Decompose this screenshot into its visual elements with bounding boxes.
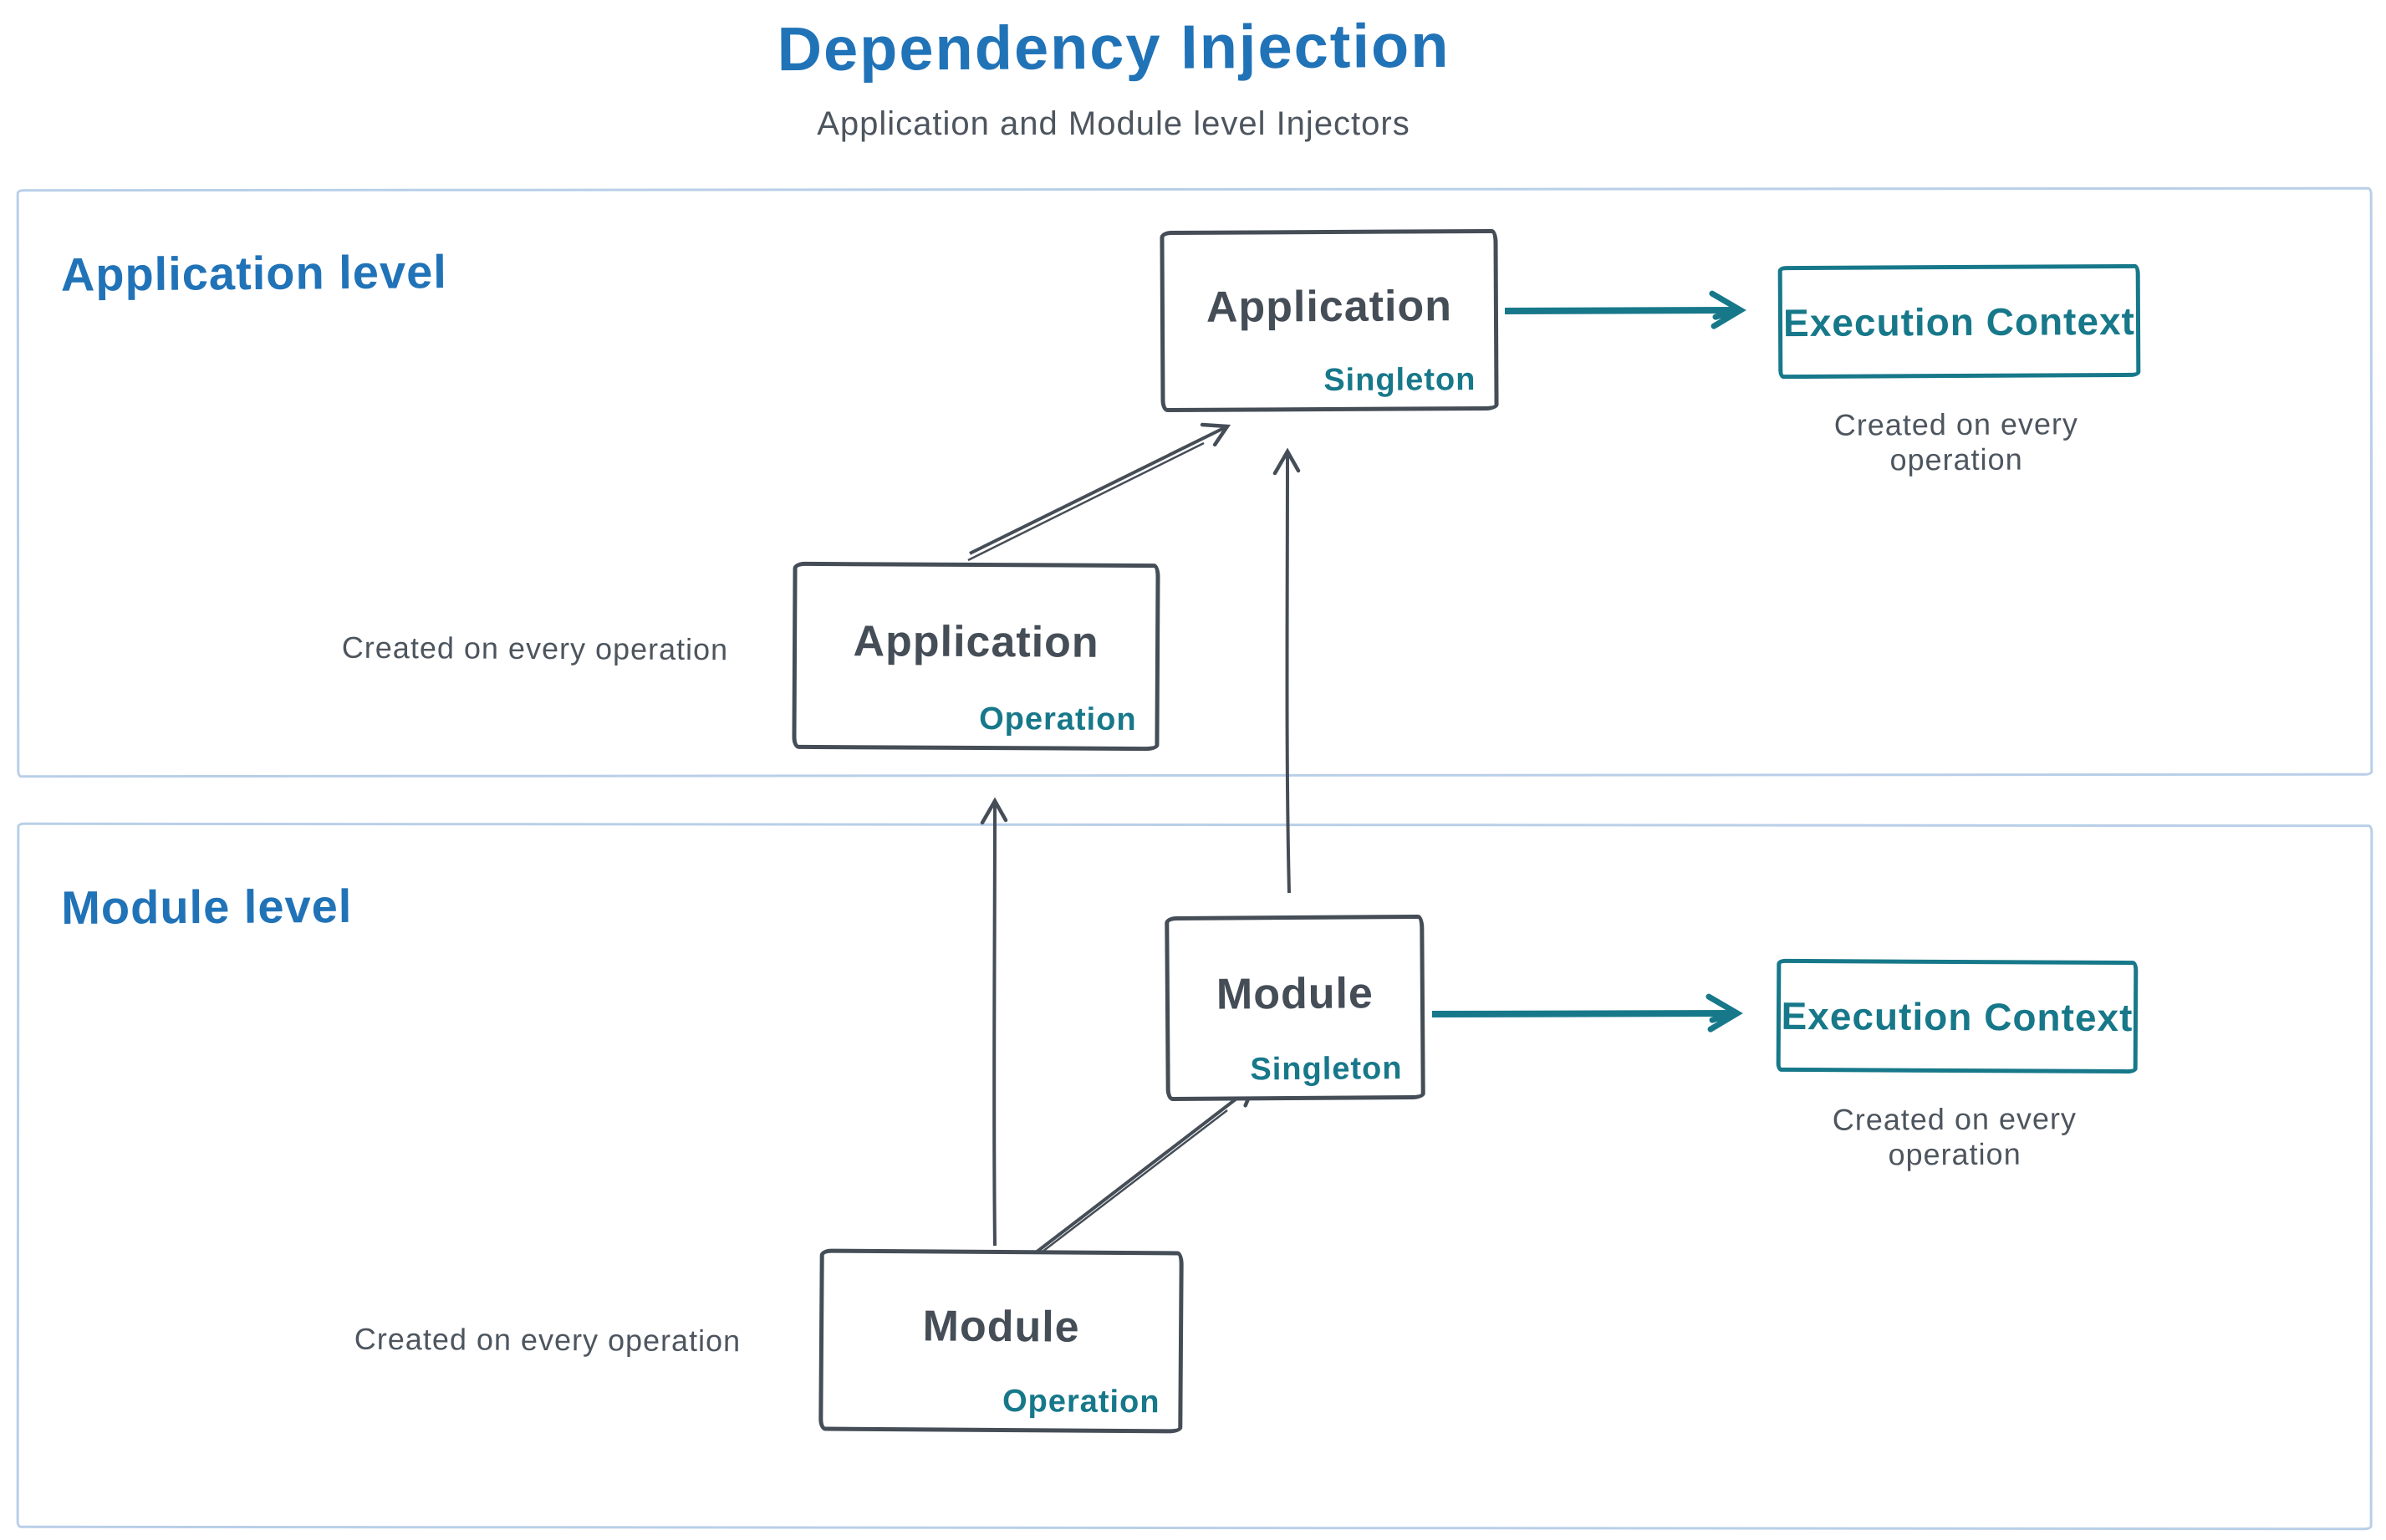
module-operation-scope: Operation [1002,1384,1160,1420]
application-operation-scope: Operation [979,701,1137,738]
execution-context-module-title: Execution Context [1781,993,2134,1039]
execution-context-module-box: Execution Context [1776,958,2139,1074]
module-singleton-box: Module Singleton [1165,914,1425,1102]
execution-context-app-title: Execution Context [1782,298,2136,344]
application-operation-box: Application Operation [792,561,1160,752]
caption-module-operation: Created on every operation [354,1321,742,1359]
module-singleton-title: Module [1216,968,1374,1019]
module-level-label: Module level [61,879,353,935]
application-singleton-scope: Singleton [1323,362,1476,399]
caption-exec-context-module: Created on every operation [1832,1101,2078,1172]
application-operation-title: Application [853,617,1099,667]
page-subtitle: Application and Module level Injectors [817,105,1410,142]
module-operation-title: Module [922,1302,1080,1352]
application-singleton-box: Application Singleton [1160,228,1499,413]
module-operation-box: Module Operation [818,1248,1184,1434]
execution-context-app-box: Execution Context [1777,263,2141,380]
page-title: Dependency Injection [777,10,1450,84]
caption-app-operation: Created on every operation [341,630,729,667]
application-singleton-title: Application [1206,281,1453,332]
caption-exec-context-app: Created on every operation [1833,406,2079,477]
application-level-label: Application level [60,245,448,301]
module-singleton-scope: Singleton [1250,1051,1403,1088]
